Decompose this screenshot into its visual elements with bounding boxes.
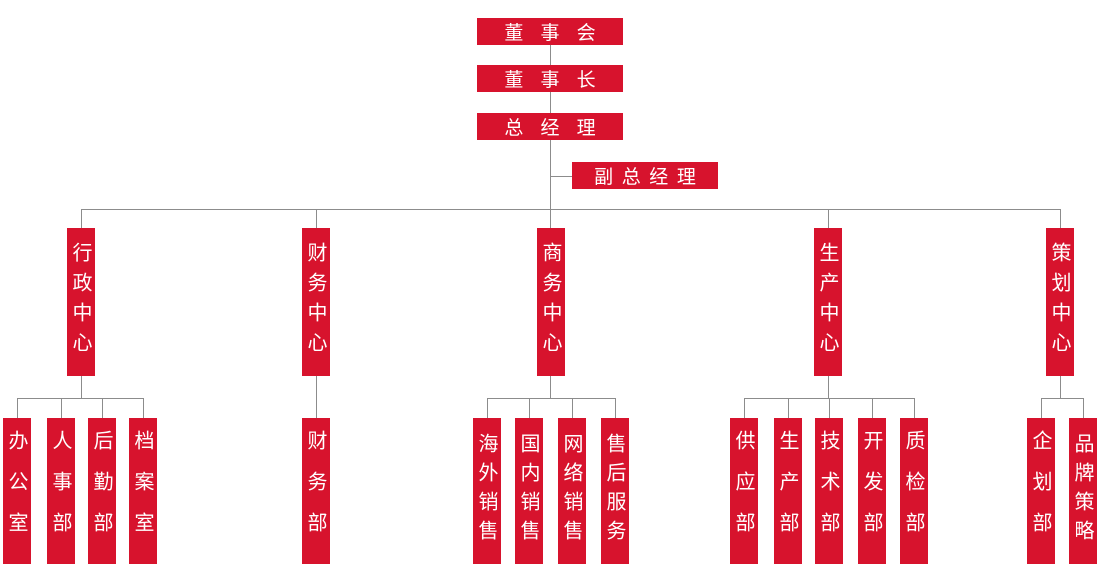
connector-admin-down	[81, 376, 82, 398]
dept-box: 生产部	[774, 418, 802, 564]
dept-box: 人事部	[47, 418, 75, 564]
dept-label: 海外销售	[475, 433, 499, 549]
dept-box: 后勤部	[88, 418, 116, 564]
connector-business-dept-4	[615, 398, 616, 418]
dept-box: 办公室	[3, 418, 31, 564]
board-box: 董事会	[477, 18, 623, 45]
center-admin-box: 行政中心	[67, 228, 95, 376]
dept-box: 开发部	[858, 418, 886, 564]
dept-label: 供应部	[732, 429, 756, 553]
connector-production-dept-5	[914, 398, 915, 418]
dept-label: 档案室	[131, 429, 155, 553]
dept-label: 质检部	[902, 429, 926, 553]
connector-business-dept-1	[487, 398, 488, 418]
center-business-label: 商务中心	[539, 242, 563, 362]
connector-planning-bus	[1041, 398, 1083, 399]
connector-production-dept-3	[829, 398, 830, 418]
dept-box: 售后服务	[601, 418, 629, 564]
connector-production-down	[828, 376, 829, 398]
dept-box: 企划部	[1027, 418, 1055, 564]
connector-business-down	[550, 376, 551, 398]
dept-label: 开发部	[860, 429, 884, 553]
dept-label: 财务部	[304, 429, 328, 553]
dept-label: 国内销售	[517, 433, 541, 549]
connector-center-5	[1060, 209, 1061, 228]
center-finance-label: 财务中心	[304, 242, 328, 362]
deputy-general-manager-box: 副总经理	[572, 162, 718, 189]
center-business-box: 商务中心	[537, 228, 565, 376]
connector-admin-dept-3	[102, 398, 103, 418]
connector-center-3	[550, 209, 551, 228]
connector-center-4	[828, 209, 829, 228]
center-planning-box: 策划中心	[1046, 228, 1074, 376]
connector-business-bus	[487, 398, 615, 399]
connector-production-dept-2	[788, 398, 789, 418]
connector-center-1	[81, 209, 82, 228]
center-production-box: 生产中心	[814, 228, 842, 376]
dept-box: 档案室	[129, 418, 157, 564]
connector-center-2	[316, 209, 317, 228]
dept-box: 财务部	[302, 418, 330, 564]
dept-box: 品牌策略	[1069, 418, 1097, 564]
connector-planning-down	[1060, 376, 1061, 398]
dept-label: 企划部	[1029, 429, 1053, 553]
dept-box: 技术部	[815, 418, 843, 564]
connector-admin-bus	[17, 398, 143, 399]
connector-business-dept-3	[572, 398, 573, 418]
center-admin-label: 行政中心	[69, 242, 93, 362]
connector-admin-dept-1	[17, 398, 18, 418]
dept-label: 品牌策略	[1071, 433, 1095, 549]
chairman-box: 董事长	[477, 65, 623, 92]
connector-finance-down	[316, 376, 317, 418]
dept-box: 质检部	[900, 418, 928, 564]
connector-admin-dept-4	[143, 398, 144, 418]
connector-centers-bus	[81, 209, 1061, 210]
center-production-label: 生产中心	[816, 242, 840, 362]
dept-box: 网络销售	[558, 418, 586, 564]
connector-production-dept-1	[744, 398, 745, 418]
connector-deputy	[550, 176, 572, 177]
connector-admin-dept-2	[61, 398, 62, 418]
connector-business-dept-2	[529, 398, 530, 418]
center-planning-label: 策划中心	[1048, 242, 1072, 362]
dept-label: 后勤部	[90, 429, 114, 553]
general-manager-box: 总经理	[477, 113, 623, 140]
dept-box: 供应部	[730, 418, 758, 564]
dept-label: 生产部	[776, 429, 800, 553]
dept-box: 国内销售	[515, 418, 543, 564]
dept-label: 售后服务	[603, 433, 627, 549]
dept-label: 人事部	[49, 429, 73, 553]
connector-planning-dept-1	[1041, 398, 1042, 418]
dept-label: 办公室	[5, 429, 29, 553]
connector-production-dept-4	[872, 398, 873, 418]
center-finance-box: 财务中心	[302, 228, 330, 376]
dept-label: 技术部	[817, 429, 841, 553]
dept-label: 网络销售	[560, 433, 584, 549]
dept-box: 海外销售	[473, 418, 501, 564]
connector-planning-dept-2	[1083, 398, 1084, 418]
